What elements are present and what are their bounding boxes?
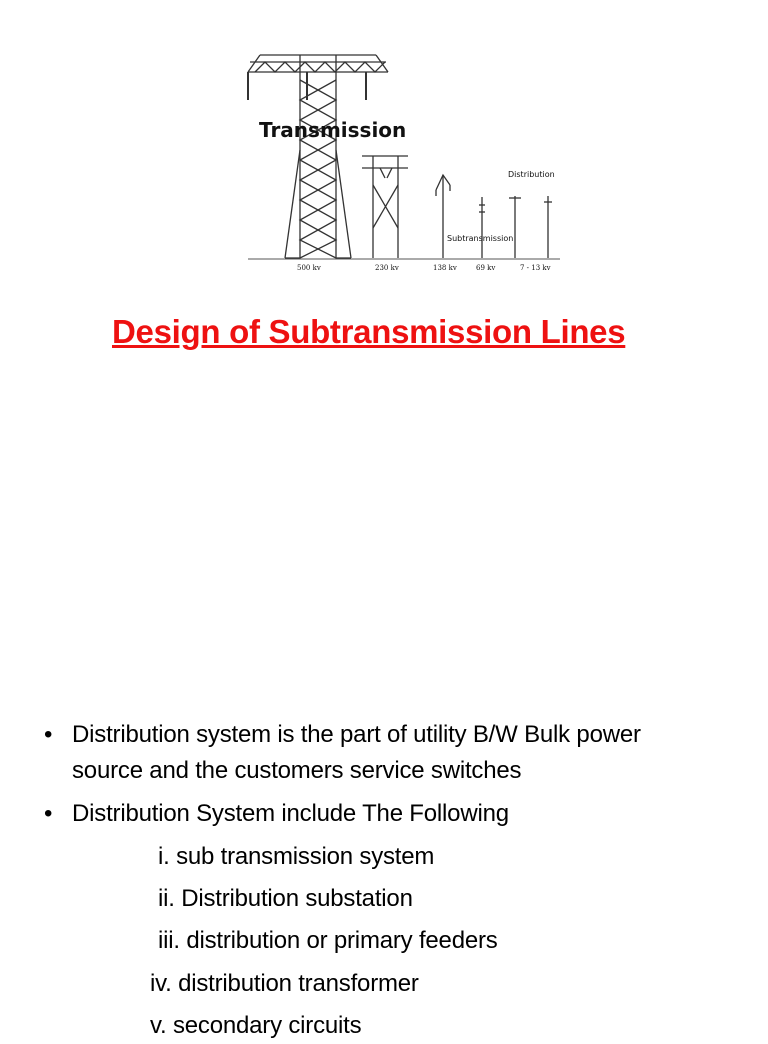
voltage-label: 138 kv: [433, 264, 457, 272]
distribution-label: Distribution: [508, 170, 555, 179]
sub-list-item: ii. Distribution substation: [158, 885, 413, 912]
bullet-item: Distribution System include The Followin…: [44, 796, 712, 832]
distribution-poles: [509, 196, 552, 258]
sub-list-item: iv. distribution transformer: [150, 970, 419, 997]
138kv-pole: [435, 173, 451, 258]
voltage-label: 230 kv: [375, 264, 399, 272]
subtransmission-label: Subtransmission: [447, 234, 513, 243]
voltage-label: 69 kv: [476, 264, 495, 272]
slide-title: Design of Subtransmission Lines: [112, 313, 626, 350]
sub-list-item: i. sub transmission system: [158, 843, 435, 870]
69kv-pole: [479, 197, 485, 258]
230kv-h-frame-tower: [362, 155, 408, 258]
bullet-item: Distribution system is the part of utili…: [44, 717, 712, 789]
voltage-label: 500 kv: [297, 264, 321, 272]
voltage-label: 7 - 13 kv: [520, 264, 551, 272]
diagram-heading: Transmission: [259, 118, 406, 142]
transmission-voltage-diagram: Transmission Distribution Subtransmissio…: [247, 54, 560, 272]
sub-list-item: iii. distribution or primary feeders: [158, 927, 498, 954]
sub-list-item: v. secondary circuits: [150, 1012, 362, 1039]
500kv-lattice-tower: [247, 54, 389, 259]
